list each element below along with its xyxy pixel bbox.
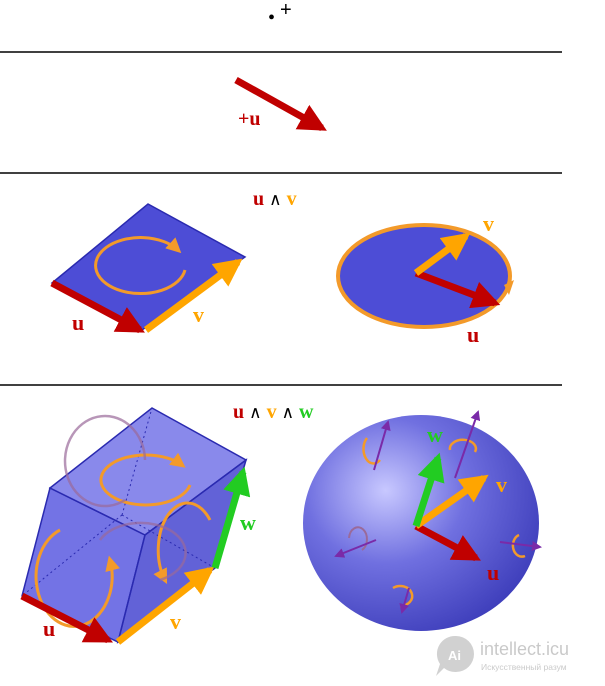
disk-v-label: v (483, 211, 494, 236)
sphere-spin-marker-left (334, 526, 377, 558)
watermark-title: intellect.icu (480, 639, 569, 659)
sphere-spin-marker-bottom (392, 584, 414, 614)
watermark: Ai intellect.icu Искусственный разум (436, 635, 569, 676)
sphere-w-arrow (412, 452, 445, 528)
sphere-spin-marker-top-left (362, 420, 391, 471)
box-top-circulation (99, 452, 192, 507)
vector-u-label: +u (238, 108, 261, 130)
sphere-spin-marker-right (499, 533, 542, 558)
sphere-spin-marker-top-right (448, 410, 481, 479)
trivector-parallelepiped: u v w (20, 407, 256, 645)
box-hidden-edge-1 (121, 407, 153, 516)
disk-u-arrow (414, 269, 501, 309)
parallelogram-u-arrow (50, 279, 145, 334)
watermark-logo-icon (436, 635, 474, 676)
scalar-row: • + (268, 0, 292, 29)
box-hidden-circulation-1 (98, 521, 187, 582)
sphere-v-label: v (496, 472, 507, 497)
box-right-circulation (153, 501, 212, 585)
box-w-label: w (240, 510, 256, 535)
box-v-arrow (115, 566, 215, 645)
trivector-row: u ∧ v ∧ w u v w (20, 401, 542, 645)
box-hidden-circulation-2 (63, 414, 147, 508)
bivector-title: u ∧ v (253, 188, 297, 210)
parallelogram-u-label: u (72, 310, 84, 335)
watermark-subtitle: Искусственный разум (481, 662, 567, 672)
box-v-label: v (170, 609, 181, 634)
disk-u-label: u (467, 322, 479, 347)
box-front-circulation (34, 528, 120, 628)
watermark-logo-letter: Ai (448, 648, 461, 663)
scalar-dot: • (268, 7, 275, 29)
sphere-u-label: u (487, 560, 499, 585)
disk-v-arrow (413, 232, 471, 276)
box-u-label: u (43, 616, 55, 641)
vector-u-arrow (234, 76, 327, 132)
parallelogram-circulation-arrow (94, 236, 187, 295)
box-w-arrow (211, 466, 251, 569)
box-u-arrow (20, 592, 113, 644)
trivector-sphere: w v u (303, 410, 542, 631)
bivector-row: u ∧ v u v v u (50, 188, 514, 347)
scalar-plus-sign: + (280, 0, 292, 21)
sphere-u-arrow (414, 522, 481, 562)
vector-row: +u (234, 76, 327, 132)
box-hidden-edge-2 (21, 514, 123, 597)
trivector-title: u ∧ v ∧ w (233, 401, 314, 423)
parallelogram-v-arrow (143, 258, 243, 333)
sphere-w-label: w (427, 422, 443, 447)
sphere-v-arrow (413, 474, 489, 529)
disk-edge-arrowhead (504, 280, 514, 295)
parallelogram-v-label: v (193, 302, 204, 327)
